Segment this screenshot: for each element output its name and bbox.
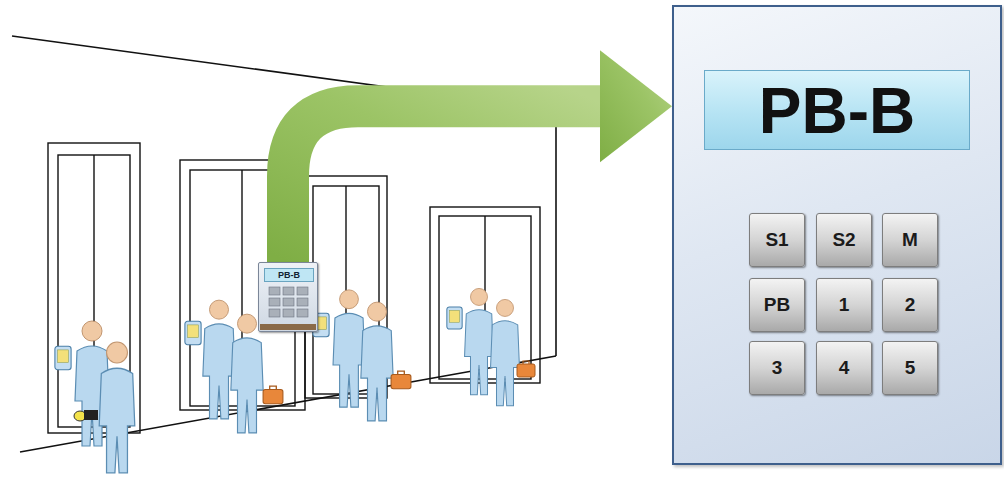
button-label: M xyxy=(902,229,918,251)
button-label: 1 xyxy=(839,294,850,316)
keypad-button: 3 xyxy=(749,341,805,395)
button-label: 4 xyxy=(839,357,850,379)
keypad-button: 1 xyxy=(816,278,872,332)
keypad-button: M xyxy=(882,213,938,267)
keypad-button: S2 xyxy=(816,213,872,267)
device-label: PB-B xyxy=(264,268,314,282)
button-label: 2 xyxy=(905,294,916,316)
keypad-button: S1 xyxy=(749,213,805,267)
button-label: S1 xyxy=(765,229,788,251)
keypad-button: PB xyxy=(749,278,805,332)
button-label: 3 xyxy=(772,357,783,379)
flow-arrow xyxy=(288,50,672,262)
button-label: S2 xyxy=(832,229,855,251)
keypad-keys xyxy=(259,263,319,333)
button-label: PB xyxy=(764,294,790,316)
keypad-panel: PB-B S1 S2 M PB 1 2 3 4 5 xyxy=(672,5,1002,465)
device-label: PB-B xyxy=(704,70,970,150)
button-label: 5 xyxy=(905,357,916,379)
keypad-button: 4 xyxy=(816,341,872,395)
keypad-device: PB-B xyxy=(258,262,318,332)
keypad-button: 5 xyxy=(882,341,938,395)
keypad-button: 2 xyxy=(882,278,938,332)
